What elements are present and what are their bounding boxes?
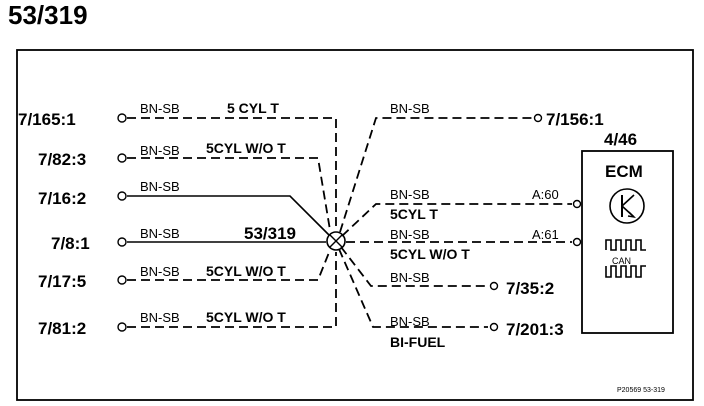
terminal-icon [533,113,543,123]
terminal-icon [117,275,127,285]
terminal-icon [117,191,127,201]
connector-label: 7/16:2 [38,189,86,208]
wire-line [340,246,488,287]
wire-note: 5CYL W/O T [390,246,470,262]
diagram-frame [16,49,694,401]
splice-node: 53/319 [244,224,346,251]
terminal-icon [489,281,499,291]
wire-note: 5CYL W/O T [206,140,286,156]
terminal-icon [572,237,582,247]
wire-note: 5CYL T [390,206,438,222]
left-connection-4: 7/8:1 BN-SB [51,226,326,253]
wire-color-label: BN-SB [390,227,430,242]
can-label: CAN [612,256,631,266]
right-connection-1: BN-SB 7/156:1 [339,101,604,233]
component-ref: 4/46 [604,130,637,149]
wire-color-label: BN-SB [140,264,180,279]
splice-node-icon [326,231,346,251]
wire-line [341,203,572,237]
connector-label: 7/156:1 [546,110,604,129]
page-title: 53/319 [8,0,88,30]
connector-label: 7/201:3 [506,320,564,339]
connector-label: 7/81:2 [38,319,86,338]
ecm-box [581,150,674,334]
connector-label: 7/35:2 [506,279,554,298]
left-connection-2: 7/82:3 BN-SB 5CYL W/O T [38,140,331,231]
right-connection-4: BN-SB 7/35:2 [340,246,554,298]
pin-label: A:60 [532,187,559,202]
connector-label: 7/82:3 [38,150,86,169]
wire-color-label: BN-SB [140,310,180,325]
wire-line [127,157,331,231]
wire-line [127,195,331,237]
left-connection-5: 7/17:5 BN-SB 5CYL W/O T [38,249,331,291]
left-connection-1: 7/165:1 BN-SB 5 CYL T [18,100,337,228]
wire-color-label: BN-SB [140,143,180,158]
wire-line [127,117,337,228]
left-connection-3: 7/16:2 BN-SB [38,179,331,237]
wire-note: BI-FUEL [390,334,446,350]
connector-label: 7/165:1 [18,110,76,129]
right-connection-5: BN-SB BI-FUEL 7/201:3 [338,248,564,350]
terminal-icon [572,199,582,209]
splice-label: 53/319 [244,224,296,243]
wire-note: 5 CYL T [227,100,279,116]
terminal-icon [117,322,127,332]
wire-color-label: BN-SB [390,314,430,329]
right-connection-3: BN-SB 5CYL W/O T A:61 [346,227,582,262]
terminal-icon [117,153,127,163]
wire-color-label: BN-SB [140,226,180,241]
wire-line [338,248,488,328]
terminal-icon [117,113,127,123]
pin-label: A:61 [532,227,559,242]
wire-note: 5CYL W/O T [206,309,286,325]
component-name: ECM [605,162,643,181]
wire-color-label: BN-SB [140,179,180,194]
wire-color-label: BN-SB [390,101,430,116]
ecm-component: 4/46 ECM CAN [581,130,674,334]
wire-color-label: BN-SB [140,101,180,116]
figure-code: P20569 53-319 [617,387,665,394]
left-connection-6: 7/81:2 BN-SB 5CYL W/O T [38,252,337,338]
wire-note: 5CYL W/O T [206,263,286,279]
right-connection-2: BN-SB 5CYL T A:60 [341,187,582,237]
terminal-icon [117,237,127,247]
wire-line [127,249,331,281]
wire-color-label: BN-SB [390,270,430,285]
transistor-icon [609,188,645,224]
terminal-icon [489,322,499,332]
can-bus-icon: CAN [605,239,646,278]
wire-line [339,117,532,233]
wire-color-label: BN-SB [390,187,430,202]
connector-label: 7/8:1 [51,234,90,253]
connector-label: 7/17:5 [38,272,86,291]
wire-line [127,252,337,328]
